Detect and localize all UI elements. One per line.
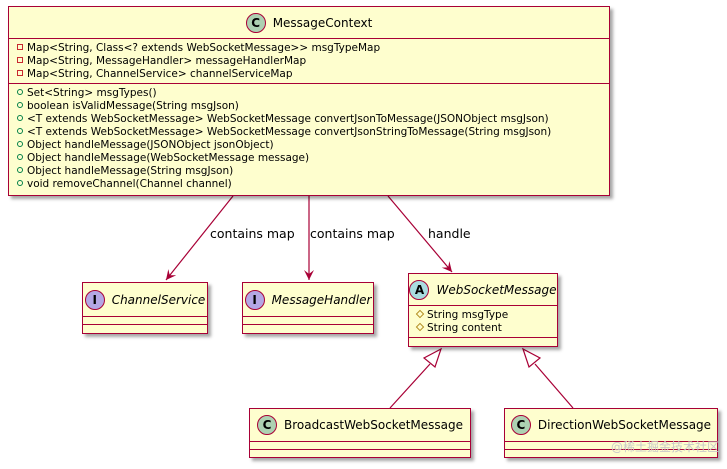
public-icon — [17, 140, 27, 150]
class-broadcast-websocket-message[interactable]: C BroadcastWebSocketMessage — [249, 408, 471, 458]
fields-section: Map<String, Class<? extends WebSocketMes… — [9, 39, 609, 84]
field-row: String content — [417, 321, 557, 334]
class-badge-icon: C — [245, 12, 266, 33]
field-row: Map<String, MessageHandler> messageHandl… — [17, 54, 609, 67]
private-icon — [17, 56, 27, 66]
class-name: MessageContext — [272, 15, 373, 30]
fields-section — [243, 317, 373, 325]
class-badge-icon: C — [510, 415, 531, 435]
method-row: boolean isValidMessage(String msgJson) — [17, 99, 609, 112]
method-row: Object handleMessage(JSONObject jsonObje… — [17, 138, 609, 151]
methods-section: Set<String> msgTypes() boolean isValidMe… — [9, 84, 609, 193]
protected-icon — [417, 310, 427, 320]
inheritance-arrow-broadcast — [422, 347, 443, 369]
fields-section — [505, 442, 717, 450]
method-row: void removeChannel(Channel channel) — [17, 177, 609, 190]
interface-badge-icon: I — [244, 289, 265, 310]
private-icon — [17, 43, 27, 53]
public-icon — [17, 179, 27, 189]
protected-icon — [417, 323, 427, 333]
fields-section — [83, 317, 207, 325]
field-row: String msgType — [417, 308, 557, 321]
edge-handle-websocket-message — [387, 195, 453, 273]
fields-section: String msgType String content — [409, 306, 557, 338]
class-header: A WebSocketMessage — [409, 274, 557, 306]
method-row: Object handleMessage(WebSocketMessage me… — [17, 151, 609, 164]
class-message-context[interactable]: C MessageContext Map<String, Class<? ext… — [8, 6, 610, 196]
field-row: Map<String, Class<? extends WebSocketMes… — [17, 41, 609, 54]
public-icon — [17, 114, 27, 124]
interface-message-handler[interactable]: I MessageHandler — [242, 282, 374, 334]
watermark-text: @稀土掘金技术社区 — [610, 440, 719, 454]
abstract-class-websocket-message[interactable]: A WebSocketMessage String msgType String… — [408, 273, 558, 347]
class-header: C MessageContext — [9, 7, 609, 39]
field-row: Map<String, ChannelService> channelServi… — [17, 67, 609, 80]
class-name: MessageHandler — [271, 292, 372, 307]
edge-label-contains-map-2: contains map — [310, 226, 395, 241]
public-icon — [17, 153, 27, 163]
public-icon — [17, 166, 27, 176]
class-name: BroadcastWebSocketMessage — [283, 418, 464, 432]
abstract-badge-icon: A — [409, 279, 430, 300]
public-icon — [17, 101, 27, 111]
class-header: I ChannelService — [83, 283, 207, 317]
interface-badge-icon: I — [84, 289, 105, 310]
class-name: ChannelService — [111, 292, 206, 307]
private-icon — [17, 69, 27, 79]
class-header: I MessageHandler — [243, 283, 373, 317]
method-row: <T extends WebSocketMessage> WebSocketMe… — [17, 125, 609, 138]
class-name: WebSocketMessage — [436, 282, 557, 297]
class-direction-websocket-message[interactable]: C DirectionWebSocketMessage — [504, 408, 718, 458]
interface-channel-service[interactable]: I ChannelService — [82, 282, 208, 334]
edge-contains-channel-service — [165, 195, 234, 281]
public-icon — [17, 127, 27, 137]
fields-section — [250, 442, 470, 450]
class-name: DirectionWebSocketMessage — [537, 418, 712, 432]
edge-extends-broadcast — [389, 363, 431, 409]
inheritance-arrow-direction — [521, 347, 542, 369]
method-row: <T extends WebSocketMessage> WebSocketMe… — [17, 112, 609, 125]
methods-section — [409, 338, 557, 346]
edge-label-contains-map-1: contains map — [210, 226, 295, 241]
method-row: Set<String> msgTypes() — [17, 86, 609, 99]
class-badge-icon: C — [256, 415, 277, 435]
class-header: C BroadcastWebSocketMessage — [250, 409, 470, 442]
class-header: C DirectionWebSocketMessage — [505, 409, 717, 442]
edge-label-handle: handle — [428, 226, 471, 241]
public-icon — [17, 88, 27, 98]
edge-extends-direction — [534, 363, 574, 409]
method-row: Object handleMessage(String msgJson) — [17, 164, 609, 177]
